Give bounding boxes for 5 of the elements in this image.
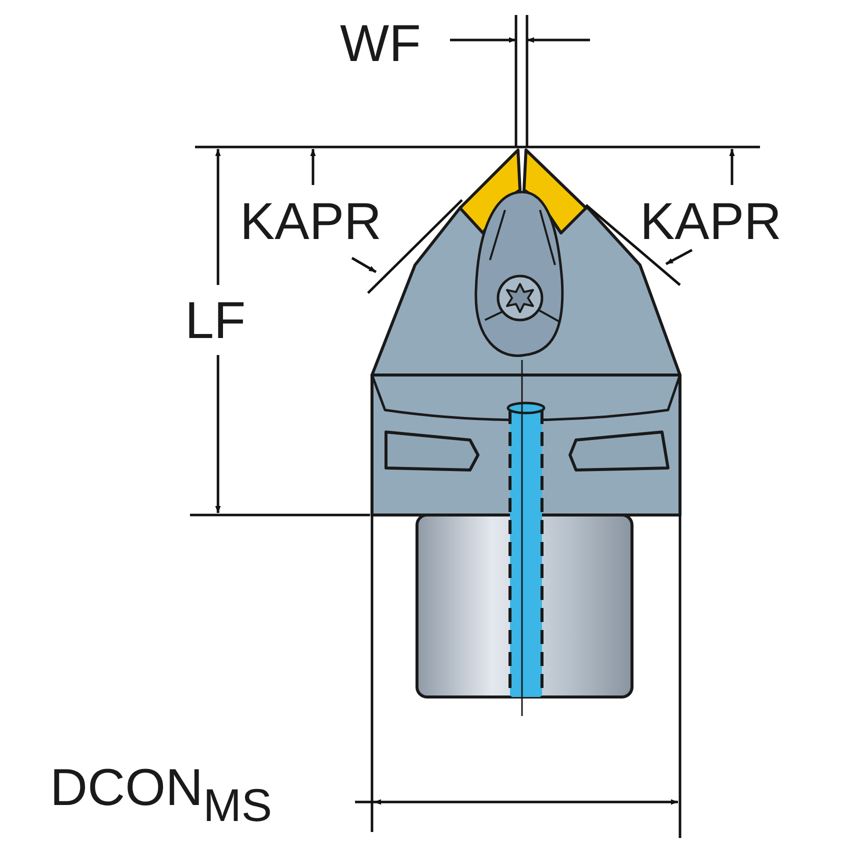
dimension-label: KAPR [240, 196, 382, 248]
dimension-label: KAPR [640, 196, 782, 248]
dimension-label: DCON$_{MS}$ [50, 762, 272, 828]
dimension-label: WF [340, 18, 421, 70]
dimension-label: LF [185, 295, 246, 347]
